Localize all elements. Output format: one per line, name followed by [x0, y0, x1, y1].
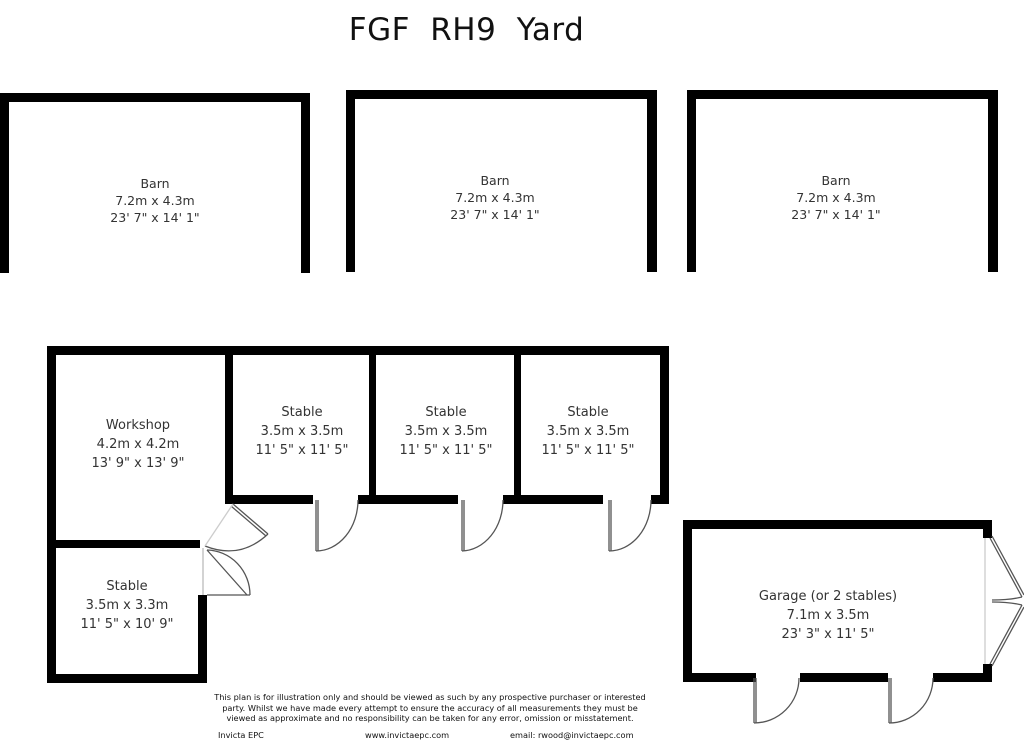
room-imperial-size: 23' 7" x 14' 1"	[450, 207, 540, 222]
room-label-stable-3: Stable 3.5m x 3.5m 11' 5" x 11' 5"	[542, 403, 635, 460]
stable-block-walls	[47, 346, 669, 683]
room-metric-size: 7.2m x 4.3m	[455, 190, 535, 205]
room-label-garage: Garage (or 2 stables) 7.1m x 3.5m 23' 3"…	[759, 587, 897, 644]
room-label-barn-1: Barn 7.2m x 4.3m 23' 7" x 14' 1"	[110, 175, 199, 226]
barn-2-walls	[346, 90, 657, 272]
disclaimer-line-1: This plan is for illustration only and s…	[214, 692, 646, 702]
room-metric-size: 3.5m x 3.5m	[260, 424, 344, 439]
room-label-barn-2: Barn 7.2m x 4.3m 23' 7" x 14' 1"	[450, 172, 539, 223]
room-name: Stable	[281, 405, 323, 420]
room-imperial-size: 23' 3" x 11' 5"	[781, 627, 875, 642]
footer-website-link[interactable]: www.invictaepc.com	[365, 730, 450, 740]
garage-doors	[753, 535, 1024, 724]
room-imperial-size: 11' 5" x 11' 5"	[541, 443, 635, 458]
room-imperial-size: 11' 5" x 10' 9"	[80, 617, 174, 632]
room-label-stable-4: Stable 3.5m x 3.3m 11' 5" x 10' 9"	[81, 577, 174, 634]
barn-1-walls	[0, 93, 310, 273]
room-metric-size: 7.1m x 3.5m	[786, 608, 870, 623]
disclaimer-line-2: party. Whilst we have made every attempt…	[222, 702, 638, 713]
room-metric-size: 7.2m x 4.3m	[796, 190, 876, 205]
room-imperial-size: 23' 7" x 14' 1"	[110, 210, 200, 225]
room-name: Stable	[567, 405, 609, 420]
room-metric-size: 3.5m x 3.5m	[546, 424, 630, 439]
barn-3-walls	[687, 90, 998, 272]
room-label-stable-2: Stable 3.5m x 3.5m 11' 5" x 11' 5"	[400, 403, 493, 460]
room-metric-size: 3.5m x 3.3m	[85, 598, 169, 613]
page-title: FGF RH9 Yard	[348, 12, 585, 48]
room-imperial-size: 23' 7" x 14' 1"	[791, 207, 881, 222]
room-label-workshop: Workshop 4.2m x 4.2m 13' 9" x 13' 9"	[92, 416, 185, 473]
room-name: Barn	[480, 173, 510, 188]
room-imperial-size: 13' 9" x 13' 9"	[91, 456, 185, 471]
room-name: Stable	[106, 579, 148, 594]
room-name: Barn	[140, 176, 170, 191]
room-metric-size: 4.2m x 4.2m	[96, 437, 180, 452]
room-name: Garage (or 2 stables)	[758, 589, 898, 604]
room-metric-size: 7.2m x 4.3m	[115, 193, 195, 208]
disclaimer-text: This plan is for illustration only and s…	[205, 692, 655, 724]
room-name: Workshop	[105, 418, 171, 433]
room-imperial-size: 11' 5" x 11' 5"	[255, 443, 349, 458]
footer-company: Invicta EPC	[218, 730, 264, 740]
room-label-stable-1: Stable 3.5m x 3.5m 11' 5" x 11' 5"	[256, 403, 349, 460]
room-metric-size: 3.5m x 3.5m	[404, 424, 488, 439]
footer-email-link[interactable]: email: rwood@invictaepc.com	[510, 730, 634, 740]
room-imperial-size: 11' 5" x 11' 5"	[399, 443, 493, 458]
disclaimer-line-3: viewed as approximate and no responsibil…	[226, 713, 634, 724]
room-label-barn-3: Barn 7.2m x 4.3m 23' 7" x 14' 1"	[791, 172, 880, 223]
room-name: Barn	[821, 173, 851, 188]
garage-walls	[683, 520, 992, 682]
room-name: Stable	[425, 405, 467, 420]
stable-doors	[202, 499, 652, 596]
